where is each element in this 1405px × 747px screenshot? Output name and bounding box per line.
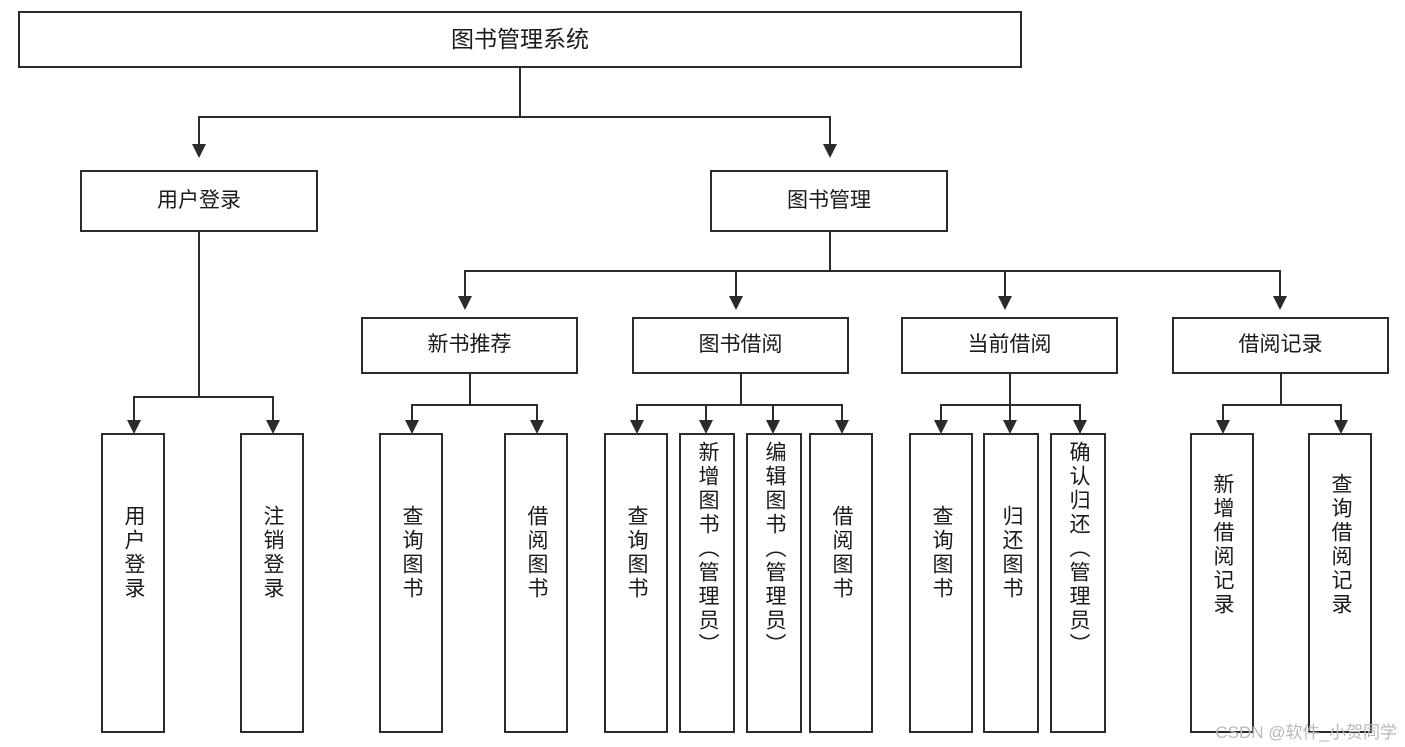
node-label: 借阅记录 [1238,333,1323,357]
node-new-book-recommend[interactable]: 新书推荐 [361,317,578,374]
connector-book-manage-stem [829,232,831,270]
connector-user-login-stem [198,232,200,396]
connector-book-manage-drop-4 [1279,270,1281,298]
arrow-icon-to-current-borrow [998,296,1012,310]
leaf-user-login[interactable]: 用户登录 [101,433,165,733]
connector-book-manage-drop-2 [735,270,737,298]
watermark-text: CSDN @软件_小贺同学 [1215,723,1397,742]
connector-bb-drop-3 [772,404,774,422]
node-label: 归还图书 [1000,505,1024,601]
connector-cb-drop-3 [1079,404,1081,422]
node-label: 编辑图书（管理员） [763,441,787,657]
leaf-borrow-book-2[interactable]: 借阅图书 [809,433,873,733]
leaf-query-book-3[interactable]: 查询图书 [909,433,973,733]
connector-cb-stem [1009,374,1011,404]
node-label: 新增借阅记录 [1211,473,1235,617]
node-label: 查询借阅记录 [1329,473,1353,617]
arrow-icon-to-leaf-borrow-book-2 [835,420,849,434]
arrow-icon-to-leaf-add-book [699,420,713,434]
connector-bb-drop-1 [636,404,638,422]
leaf-query-book-2[interactable]: 查询图书 [604,433,668,733]
connector-root-stem [519,68,521,116]
connector-book-manage-bus [464,270,1281,272]
node-user-login[interactable]: 用户登录 [80,170,318,232]
connector-cb-drop-1 [940,404,942,422]
node-label: 图书管理系统 [451,26,589,53]
connector-bb-stem [740,374,742,404]
node-label: 图书借阅 [698,333,783,357]
arrow-icon-to-leaf-logout-login [266,420,280,434]
arrow-icon-to-leaf-return-book [1003,420,1017,434]
leaf-return-book[interactable]: 归还图书 [983,433,1039,733]
connector-br-drop-1 [1222,404,1224,422]
arrow-icon-to-leaf-borrow-book-1 [530,420,544,434]
arrow-icon-to-leaf-add-record [1216,420,1230,434]
connector-user-login-drop-1 [133,396,135,422]
node-label: 确认归还（管理员） [1067,441,1091,657]
connector-cb-drop-2 [1009,404,1011,422]
connector-br-drop-2 [1340,404,1342,422]
arrow-icon-to-leaf-query-book-1 [405,420,419,434]
arrow-icon-to-new-book-recommend [458,296,472,310]
leaf-confirm-return[interactable]: 确认归还（管理员） [1050,433,1106,733]
connector-book-manage-drop-1 [464,270,466,298]
arrow-icon-to-book-borrow [729,296,743,310]
arrow-icon-to-leaf-confirm-return [1073,420,1087,434]
connector-bb-bus [636,404,842,406]
leaf-add-record[interactable]: 新增借阅记录 [1190,433,1254,733]
node-label: 用户登录 [157,188,241,212]
connector-user-login-drop-2 [272,396,274,422]
node-book-manage[interactable]: 图书管理 [710,170,948,232]
node-label: 查询图书 [400,505,424,601]
node-borrow-record[interactable]: 借阅记录 [1172,317,1389,374]
arrow-icon-to-borrow-record [1273,296,1287,310]
node-label: 新书推荐 [427,333,512,357]
connector-book-manage-drop-3 [1004,270,1006,298]
connector-nbr-stem [469,374,471,404]
arrow-icon-to-leaf-edit-book [766,420,780,434]
leaf-query-record[interactable]: 查询借阅记录 [1308,433,1372,733]
connector-root-drop-1 [198,116,200,146]
arrow-icon-to-leaf-query-book-3 [934,420,948,434]
arrow-icon-to-book-manage [823,144,837,158]
connector-bb-drop-2 [705,404,707,422]
connector-nbr-drop-2 [536,404,538,422]
leaf-query-book-1[interactable]: 查询图书 [379,433,443,733]
node-label: 新增图书（管理员） [696,441,720,657]
node-book-borrow[interactable]: 图书借阅 [632,317,849,374]
arrow-icon-to-leaf-user-login [127,420,141,434]
leaf-borrow-book-1[interactable]: 借阅图书 [504,433,568,733]
arrow-icon-to-leaf-query-book-2 [630,420,644,434]
node-label: 图书管理 [787,188,871,212]
node-label: 注销登录 [261,505,285,601]
connector-nbr-bus [411,404,538,406]
node-label: 查询图书 [930,505,954,601]
arrow-icon-to-user-login [192,144,206,158]
node-current-borrow[interactable]: 当前借阅 [901,317,1118,374]
leaf-logout-login[interactable]: 注销登录 [240,433,304,733]
arrow-icon-to-leaf-query-record [1334,420,1348,434]
connector-nbr-drop-1 [411,404,413,422]
node-root-book-management-system[interactable]: 图书管理系统 [18,11,1022,68]
node-label: 借阅图书 [525,505,549,601]
node-label: 借阅图书 [830,505,854,601]
connector-user-login-bus [133,396,274,398]
connector-bb-drop-4 [841,404,843,422]
node-label: 当前借阅 [967,333,1052,357]
connector-root-drop-2 [829,116,831,146]
leaf-edit-book[interactable]: 编辑图书（管理员） [746,433,802,733]
node-label: 查询图书 [625,505,649,601]
connector-root-bus [198,116,831,118]
node-label: 用户登录 [122,505,146,601]
leaf-add-book[interactable]: 新增图书（管理员） [679,433,735,733]
connector-br-bus [1222,404,1341,406]
connector-br-stem [1280,374,1282,404]
